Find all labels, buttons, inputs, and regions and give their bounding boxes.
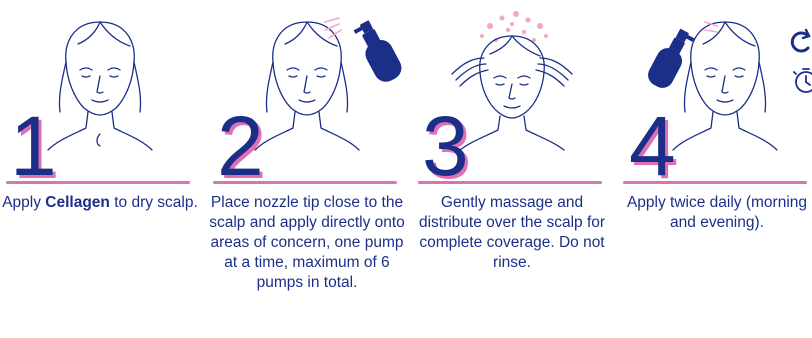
caption-text: Apply [2, 194, 45, 211]
frequency-icons [790, 26, 812, 106]
step-number: 2 [217, 104, 264, 188]
step-number: 3 [422, 104, 469, 188]
step-4: 4 Apply twice daily (morning and evening… [617, 0, 812, 338]
step-caption: Gently massage and distribute over the s… [412, 193, 612, 273]
step-2: 2 Place nozzle tip close to the scalp an… [207, 0, 407, 338]
scalp-droplets-icon [480, 11, 548, 42]
step-divider-line [6, 181, 190, 184]
spray-bottle-icon [351, 16, 406, 86]
stopwatch-icon [794, 69, 812, 92]
spray-bottle-icon [644, 25, 696, 92]
step-divider-line [418, 181, 602, 184]
step-3: 3 Gently massage and distribute over the… [412, 0, 612, 338]
step-divider-line [623, 181, 807, 184]
step-caption: Place nozzle tip close to the scalp and … [207, 193, 407, 293]
brand-name: Cellagen [45, 194, 110, 211]
step-number: 4 [629, 104, 676, 188]
step-divider-line [213, 181, 397, 184]
caption-text: to dry scalp. [110, 194, 198, 211]
step-caption: Apply twice daily (morning and evening). [617, 193, 812, 233]
step-caption: Apply Cellagen to dry scalp. [0, 193, 200, 213]
step-number: 1 [10, 104, 57, 188]
refresh-icon [792, 30, 809, 51]
step-1: 1 Apply Cellagen to dry scalp. [0, 0, 200, 338]
